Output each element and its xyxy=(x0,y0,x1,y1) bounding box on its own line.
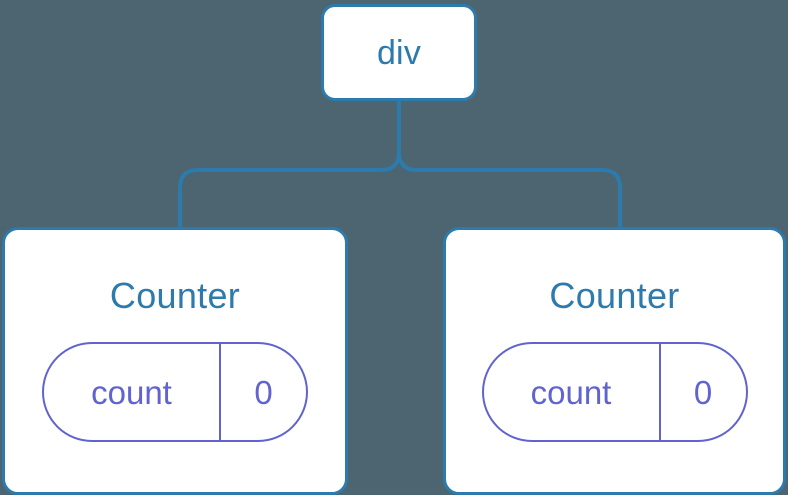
component-card-counter-1[interactable]: Counter count 0 xyxy=(2,227,348,495)
component-title: Counter xyxy=(549,275,680,316)
state-pill[interactable]: count 0 xyxy=(481,342,748,442)
state-value: 0 xyxy=(254,373,273,411)
state-key: count xyxy=(44,344,221,440)
component-title: Counter xyxy=(109,275,241,316)
state-value: 0 xyxy=(693,373,713,411)
root-node-label: div xyxy=(376,33,422,72)
component-card-counter-2[interactable]: Counter count 0 xyxy=(443,227,786,495)
state-key: count xyxy=(484,344,661,440)
state-pill[interactable]: count 0 xyxy=(42,342,308,442)
root-node-div[interactable]: div xyxy=(321,4,477,101)
